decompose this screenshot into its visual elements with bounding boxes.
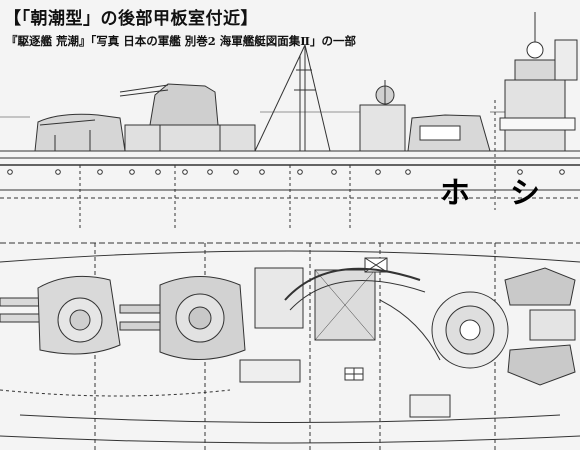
director-platform [431, 291, 509, 369]
hull-mark-shi: シ [510, 176, 540, 211]
plan-view [0, 242, 580, 450]
hull-mark-ho: ホ [440, 176, 470, 211]
rear-turret [0, 275, 121, 355]
portholes [7, 169, 565, 175]
side-elevation [0, 12, 580, 230]
source-caption: 『駆逐艦 荒潮』「写真 日本の軍艦 別巻2 海軍艦艇図面集Ⅱ」の一部 [6, 34, 356, 48]
page-title: 【「朝潮型」の後部甲板室付近】 [4, 9, 258, 29]
middle-turret [119, 276, 246, 360]
